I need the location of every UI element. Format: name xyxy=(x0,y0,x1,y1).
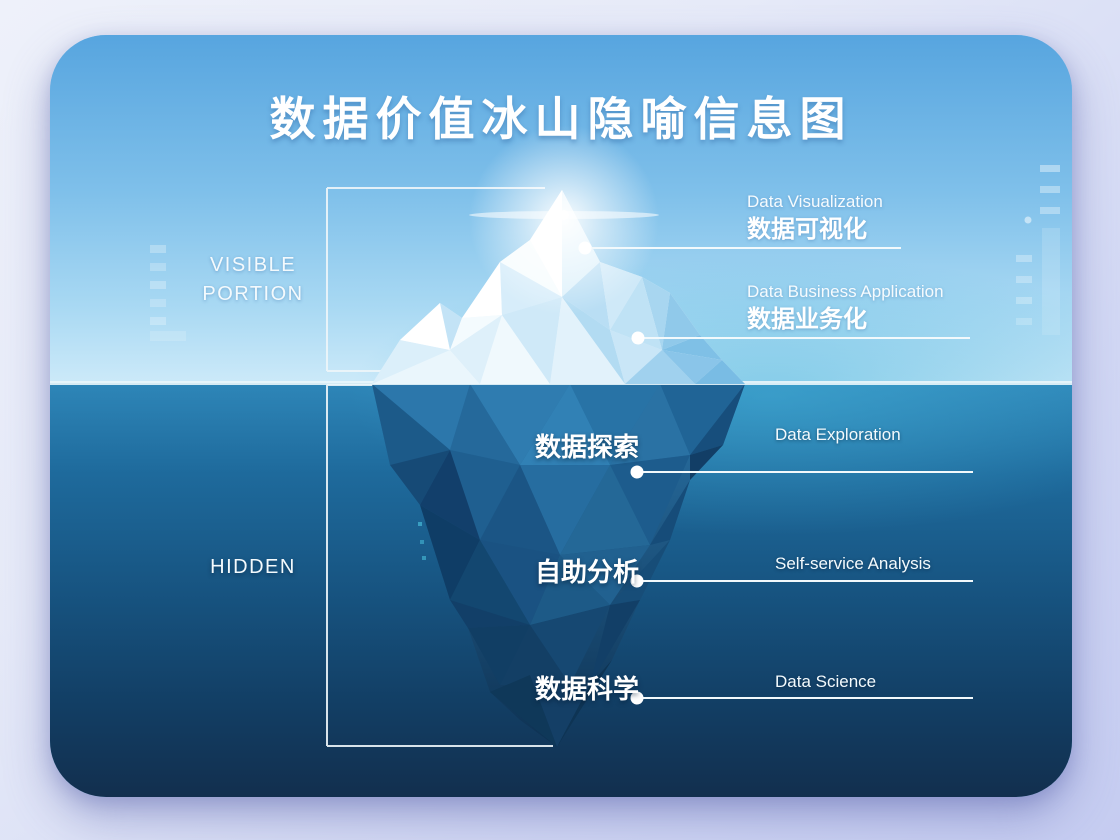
iceberg-below xyxy=(372,384,745,747)
row-zh-data-science: 数据科学 xyxy=(534,674,639,704)
callout-data-business-application: Data Business Application 数据业务化 xyxy=(747,281,944,335)
row-en-self-service-analysis: Self-service Analysis xyxy=(775,554,931,573)
iceberg-scene xyxy=(50,35,1072,797)
hidden-label: HIDDEN xyxy=(210,556,296,578)
row-en-data-exploration: Data Exploration xyxy=(775,425,901,444)
callout-data-visualization: Data Visualization 数据可视化 xyxy=(747,191,883,245)
callout-en-label: Data Business Application xyxy=(747,282,944,301)
row-zh-data-exploration: 数据探索 xyxy=(534,432,639,462)
water-specks xyxy=(418,522,426,560)
page-title: 数据价值冰山隐喻信息图 xyxy=(269,93,853,145)
iceberg-card: 数据价值冰山隐喻信息图 VISIBLE PORTION HIDDEN Data … xyxy=(50,35,1072,797)
visible-portion-line2: PORTION xyxy=(202,283,304,305)
callout-zh-label: 数据可视化 xyxy=(747,216,867,243)
row-zh-self-service-analysis: 自助分析 xyxy=(534,557,639,587)
visible-portion-label: VISIBLE PORTION xyxy=(168,251,338,309)
visible-portion-line1: VISIBLE xyxy=(209,254,297,276)
row-en-data-science: Data Science xyxy=(775,672,877,691)
callout-en-label: Data Visualization xyxy=(747,192,883,211)
leader-lines xyxy=(578,241,973,705)
sun-glare xyxy=(469,125,659,315)
callout-zh-label: 数据业务化 xyxy=(747,306,867,333)
